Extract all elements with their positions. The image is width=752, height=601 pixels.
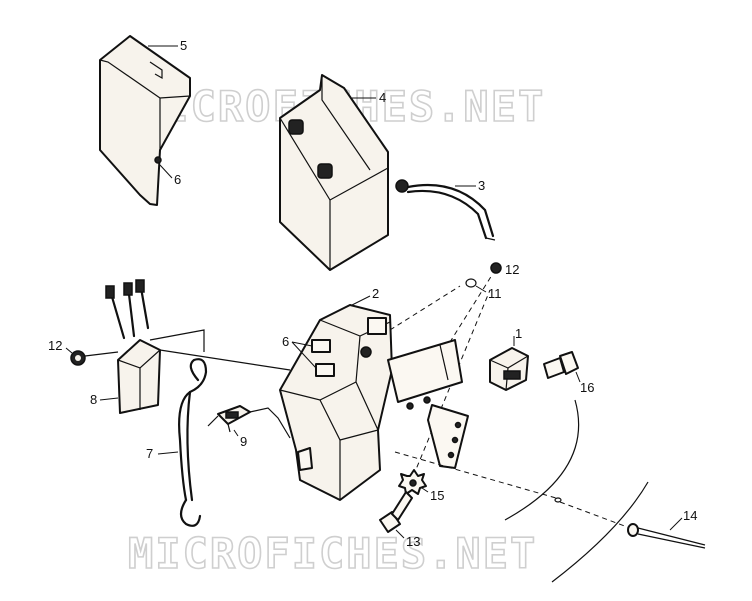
nut-to-relay-line bbox=[84, 351, 119, 357]
fender-edge-b bbox=[551, 481, 649, 583]
battery-terminal-left bbox=[288, 119, 304, 135]
part-13-bolt bbox=[379, 491, 413, 533]
callout-15: 15 bbox=[430, 488, 444, 503]
leader-15 bbox=[421, 487, 429, 493]
leader-2 bbox=[351, 295, 371, 306]
watermark-bottom: MICROFICHES.NET bbox=[128, 529, 537, 578]
dash-line-a bbox=[389, 285, 461, 331]
relay-wire-a bbox=[149, 329, 205, 352]
part-2-battery-box bbox=[279, 304, 469, 501]
leader-6-box-a bbox=[291, 341, 313, 347]
callout-12-left: 12 bbox=[48, 338, 62, 353]
part-3-vent-tube bbox=[395, 179, 496, 241]
leader-12-left bbox=[65, 347, 73, 354]
part-12-nut-upper bbox=[490, 262, 502, 274]
callout-9: 9 bbox=[240, 434, 247, 449]
leader-9 bbox=[233, 429, 239, 437]
part-8-relay bbox=[105, 279, 161, 414]
part-1-clamp bbox=[489, 347, 529, 391]
callout-6-box: 6 bbox=[282, 334, 289, 349]
dash-line-b bbox=[444, 274, 493, 351]
connector-wire-left bbox=[207, 415, 219, 427]
callout-6-cover: 6 bbox=[174, 172, 181, 187]
battery-terminal-right bbox=[317, 163, 333, 179]
connector-wire-right bbox=[249, 407, 291, 439]
part-14-pin bbox=[554, 497, 706, 549]
leader-11 bbox=[475, 285, 487, 293]
callout-5: 5 bbox=[180, 38, 187, 53]
callout-1: 1 bbox=[515, 326, 522, 341]
callout-12-upper: 12 bbox=[505, 262, 519, 277]
relay-wire-b bbox=[159, 349, 291, 371]
callout-16: 16 bbox=[580, 380, 594, 395]
part-5-battery-cover bbox=[99, 35, 191, 206]
leader-6-cover bbox=[159, 164, 173, 179]
callout-7: 7 bbox=[146, 446, 153, 461]
part-16-bolt bbox=[543, 351, 579, 379]
leader-16 bbox=[575, 371, 581, 383]
callout-2: 2 bbox=[372, 286, 379, 301]
dash-line-c bbox=[409, 289, 491, 485]
leader-6-box-b bbox=[291, 341, 317, 369]
part-4-battery bbox=[279, 74, 389, 271]
callout-14: 14 bbox=[683, 508, 697, 523]
callout-11: 11 bbox=[488, 286, 502, 301]
fender-edge-a bbox=[504, 399, 580, 521]
callout-4: 4 bbox=[379, 90, 386, 105]
callout-13: 13 bbox=[406, 534, 420, 549]
rivet-6-cover bbox=[154, 156, 162, 164]
part-7-cable bbox=[178, 358, 208, 527]
part-15-star-washer bbox=[398, 469, 427, 495]
part-9-connector bbox=[217, 405, 251, 433]
leader-13 bbox=[395, 529, 405, 539]
part-11-washer bbox=[465, 278, 477, 288]
dash-line-d bbox=[394, 451, 557, 499]
callout-8: 8 bbox=[90, 392, 97, 407]
leader-7 bbox=[157, 451, 179, 455]
leader-8 bbox=[99, 397, 119, 401]
callout-3: 3 bbox=[478, 178, 485, 193]
leader-14 bbox=[669, 517, 683, 531]
